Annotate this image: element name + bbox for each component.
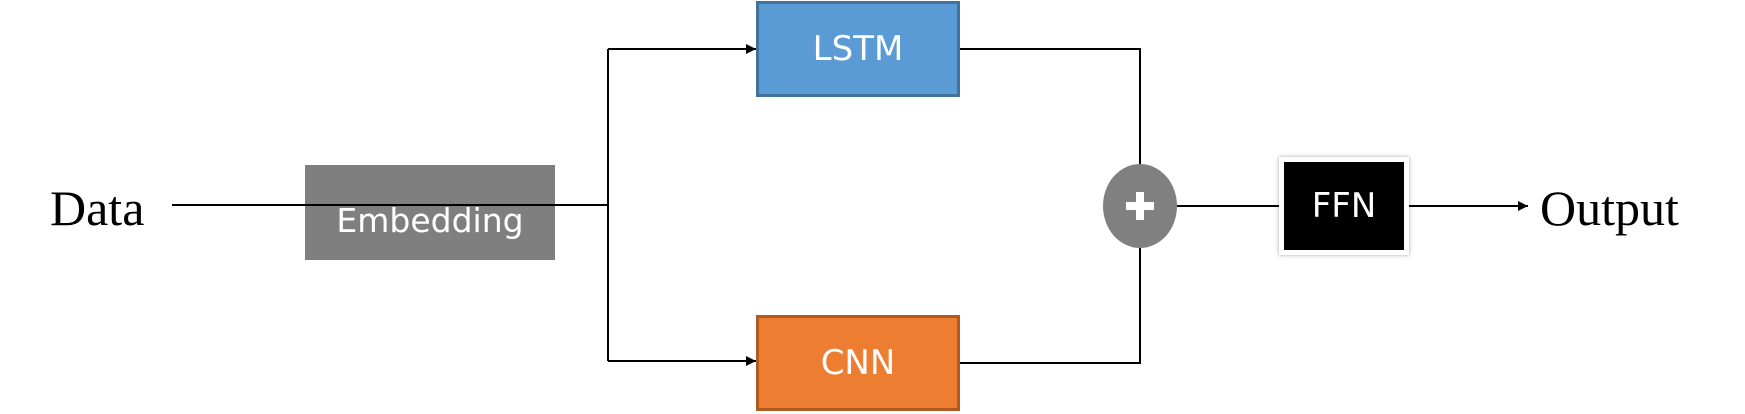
lstm-label: LSTM — [812, 29, 904, 69]
cnn-label: CNN — [820, 343, 896, 383]
cnn-output-line — [960, 248, 1141, 364]
output-label: Output — [1540, 180, 1679, 236]
embedding-block: Embedding — [305, 165, 555, 260]
add-node — [1103, 164, 1177, 248]
ffn-label: FFN — [1311, 186, 1377, 226]
embedding-label: Embedding — [336, 201, 524, 240]
lstm-output-line — [960, 48, 1141, 164]
cnn-block: CNN — [756, 315, 960, 411]
input-data-label: Data — [50, 180, 145, 236]
lstm-block: LSTM — [756, 1, 960, 97]
plus-icon — [1126, 192, 1154, 220]
ffn-block: FFN — [1279, 157, 1409, 255]
